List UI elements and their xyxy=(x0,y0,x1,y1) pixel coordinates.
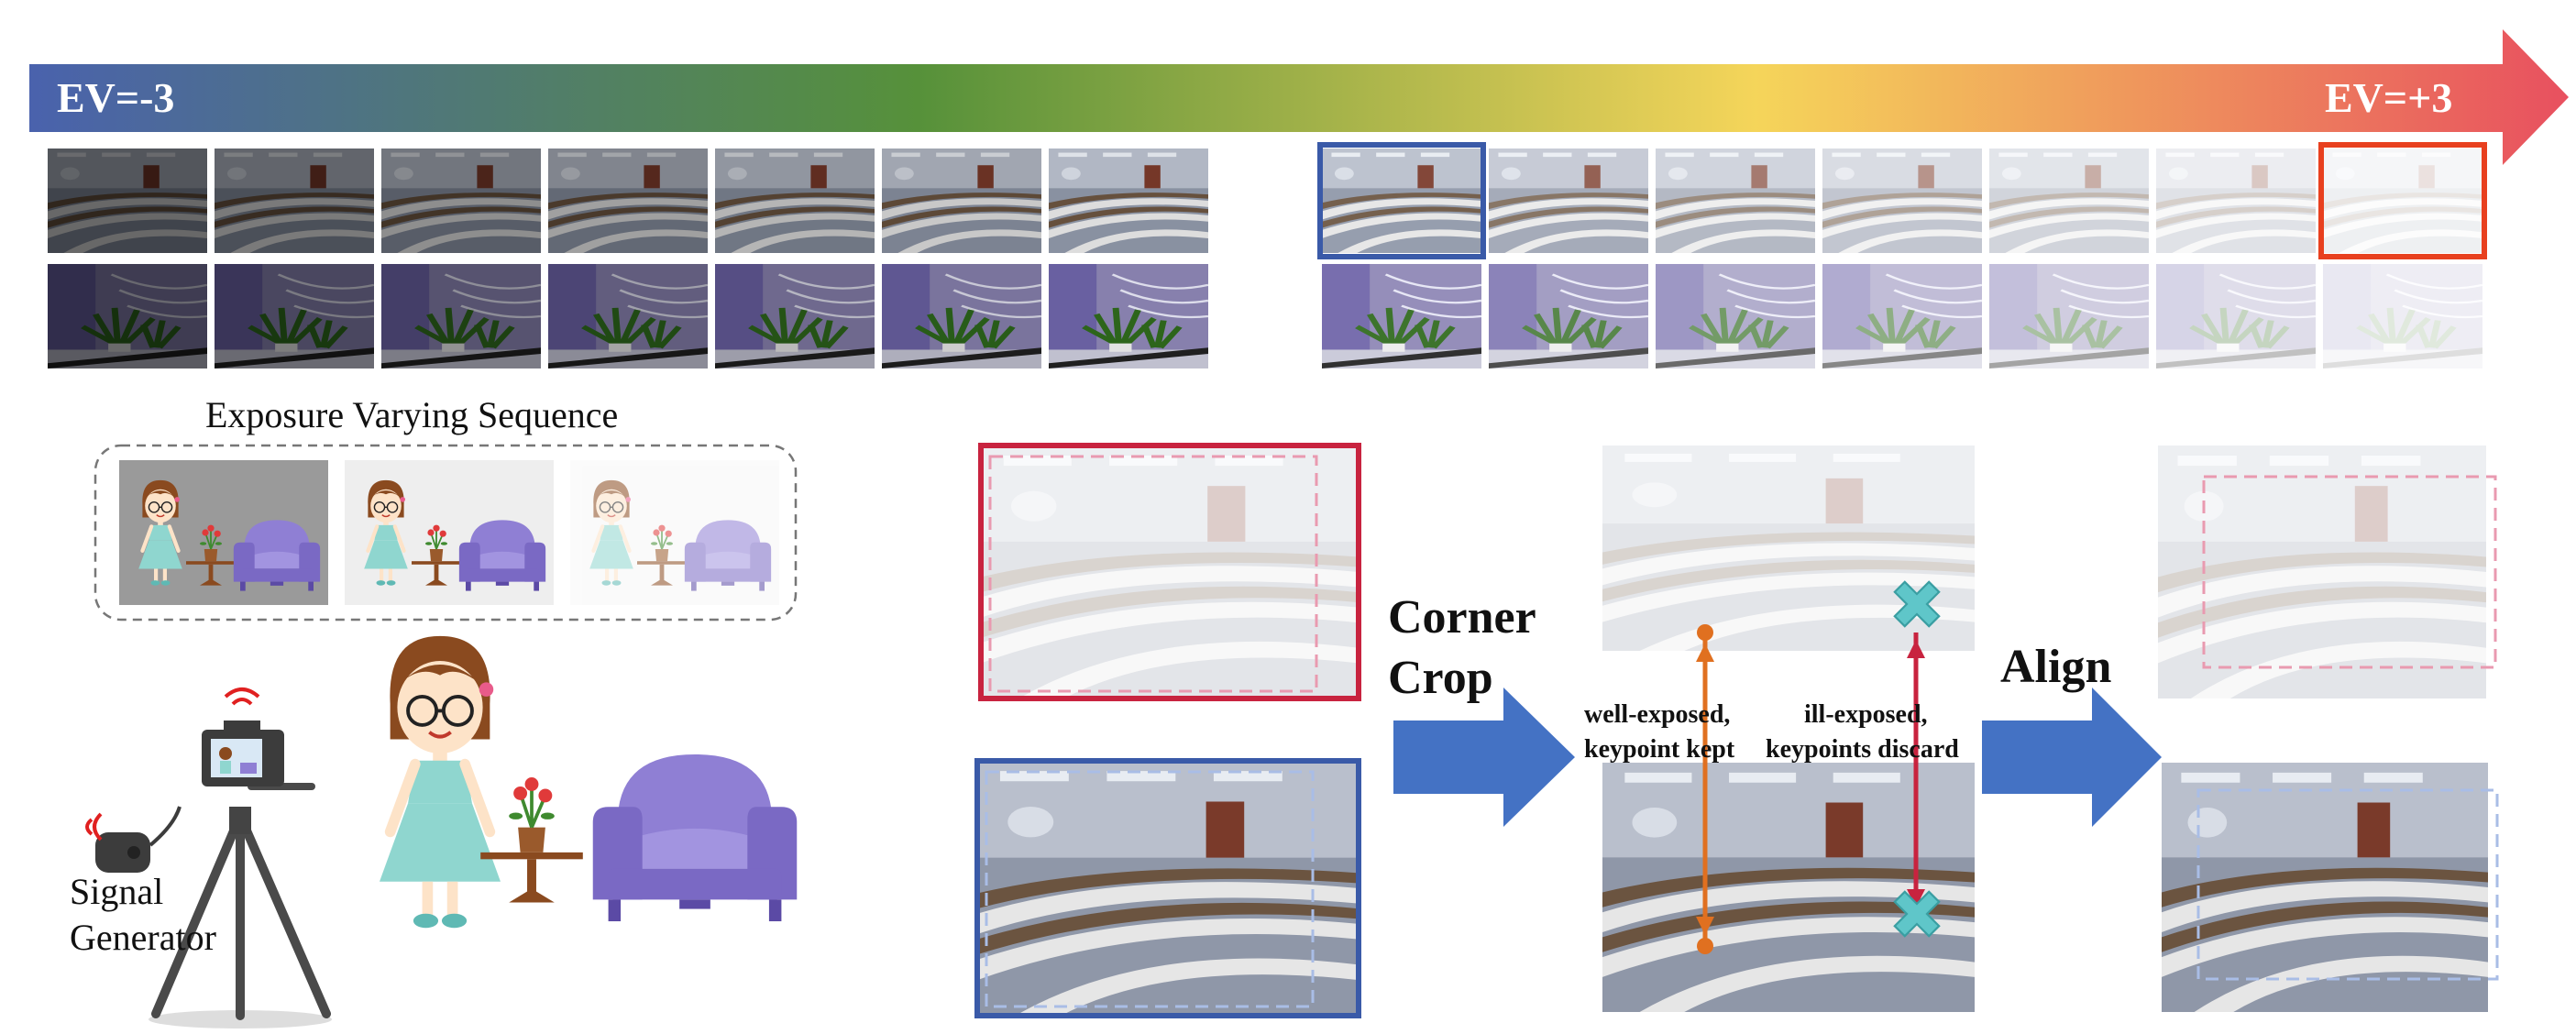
exposure-overlay xyxy=(1489,148,1648,253)
exposure-overlay xyxy=(2156,264,2316,368)
exposure-overlay xyxy=(1989,264,2149,368)
exposure-overlay xyxy=(215,264,374,368)
exposure-overlay xyxy=(1322,148,1481,253)
exposure-overlay xyxy=(715,264,875,368)
exposure-overlay xyxy=(1049,148,1208,253)
exposure-overlay xyxy=(2156,148,2316,253)
exposure-overlay xyxy=(548,264,708,368)
corner-crop-arrow xyxy=(1393,688,1575,827)
scene-armchair xyxy=(592,754,798,922)
exposure-overlay xyxy=(715,148,875,253)
ev-max-label: EV=+3 xyxy=(2325,74,2452,121)
exposure-thumbnail-grid xyxy=(48,142,2487,368)
kept-label-line2: keypoint kept xyxy=(1584,735,1735,764)
discard-label-line2: keypoints discard xyxy=(1766,735,1959,764)
corner-crop-label-line2: Crop xyxy=(1388,652,1493,704)
cropped-overexposed-image xyxy=(1602,446,1975,651)
cropped-well-exposed-image xyxy=(1602,763,1975,1012)
exposure-overlay xyxy=(1656,148,1815,253)
ev-gradient-arrow xyxy=(29,29,2569,165)
exposure-overlay xyxy=(381,264,541,368)
overexposed-input-image xyxy=(978,443,1361,701)
exposure-overlay xyxy=(215,148,374,253)
exposure-overlay xyxy=(1822,264,1982,368)
sequence-caption: Exposure Varying Sequence xyxy=(205,394,618,435)
scene-flower-table xyxy=(480,777,583,902)
signal-generator-label-line1: Signal xyxy=(70,871,163,912)
exposure-overlay xyxy=(381,148,541,253)
signal-generator-device xyxy=(85,806,182,873)
exposure-overlay xyxy=(2323,148,2482,253)
aligned-well-exposed-image xyxy=(2162,763,2499,1012)
scene-girl xyxy=(380,636,501,928)
exposure-overlay xyxy=(48,264,207,368)
exposure-overlay xyxy=(1322,264,1481,368)
cartoon-frame-normal xyxy=(345,460,554,605)
signal-generator-label-line2: Generator xyxy=(70,917,216,958)
discard-label-line1: ill-exposed, xyxy=(1804,700,1928,729)
align-label: Align xyxy=(2000,641,2111,693)
exposure-overlay xyxy=(882,148,1041,253)
exposure-overlay xyxy=(2323,264,2482,368)
kept-keypoint-match xyxy=(1696,624,1714,954)
exposure-overlay xyxy=(882,264,1041,368)
camera-tripod xyxy=(149,720,332,1028)
exposure-overlay xyxy=(1822,148,1982,253)
kept-label-line1: well-exposed, xyxy=(1584,700,1730,729)
exposure-overlay xyxy=(1049,264,1208,368)
well-exposed-input-image xyxy=(974,758,1361,1018)
exposure-overlay xyxy=(48,148,207,253)
ev-min-label: EV=-3 xyxy=(57,74,174,121)
cartoon-sequence-box xyxy=(94,444,798,622)
corner-crop-label-line1: Corner xyxy=(1388,591,1536,644)
cartoon-frame-bright xyxy=(570,460,779,605)
align-arrow xyxy=(1982,688,2162,827)
discarded-keypoint-match xyxy=(1907,632,1925,913)
exposure-overlay xyxy=(1489,264,1648,368)
exposure-overlay xyxy=(1989,148,2149,253)
aligned-overexposed-image xyxy=(2158,446,2497,698)
exposure-overlay xyxy=(1656,264,1815,368)
cartoon-frame-dark xyxy=(119,460,328,605)
reference-frame-highlight xyxy=(1317,142,1486,259)
wireless-signal-icon xyxy=(224,688,260,706)
target-frame-highlight xyxy=(2318,142,2487,259)
exposure-overlay xyxy=(548,148,708,253)
